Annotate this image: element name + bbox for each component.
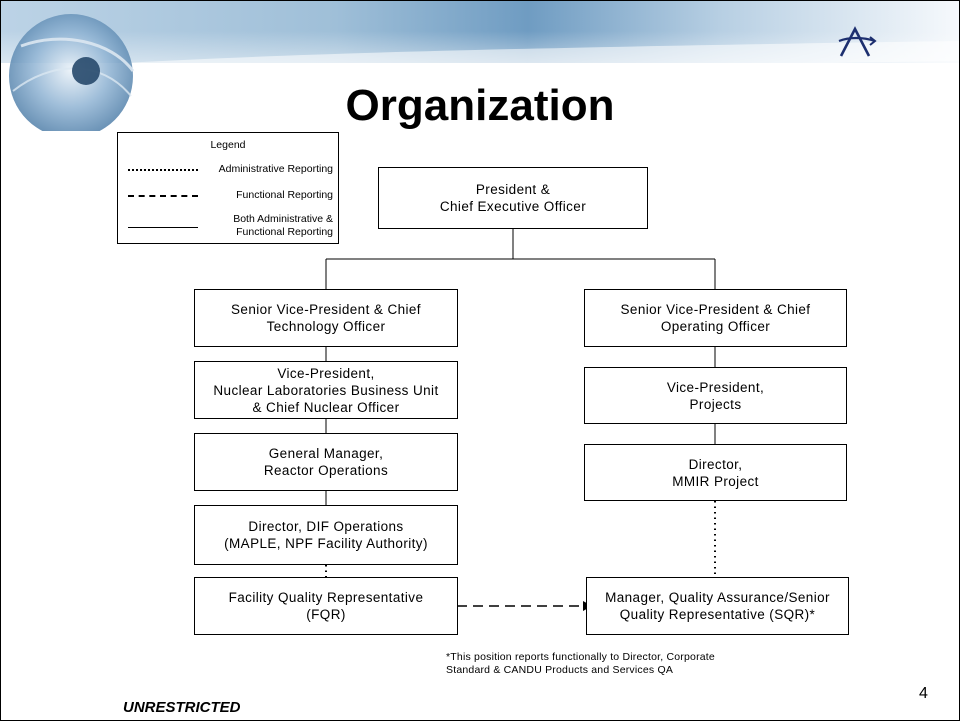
org-box-director-mmir: Director,MMIR Project (584, 444, 847, 501)
dashed-line-swatch (128, 195, 198, 197)
org-box-fqr: Facility Quality Representative(FQR) (194, 577, 458, 635)
legend-item-functional: Functional Reporting (128, 189, 333, 203)
legend: Legend Administrative Reporting Function… (117, 132, 339, 244)
globe-graphic (9, 14, 135, 131)
legend-item-both: Both Administrative & Functional Reporti… (128, 213, 333, 241)
org-box-director-dif-ops: Director, DIF Operations(MAPLE, NPF Faci… (194, 505, 458, 565)
legend-item-administrative: Administrative Reporting (128, 163, 333, 177)
legend-title: Legend (210, 139, 246, 151)
page-number: 4 (919, 685, 928, 702)
slide-title: Organization (345, 81, 615, 130)
org-box-vp-projects: Vice-President,Projects (584, 367, 847, 424)
dotted-line-swatch (128, 169, 198, 171)
org-box-gm-reactor-ops: General Manager,Reactor Operations (194, 433, 458, 491)
aecl-logo (838, 26, 877, 57)
solid-line-swatch (128, 227, 198, 228)
org-box-president: President &Chief Executive Officer (378, 167, 648, 229)
footnote: *This position reports functionally to D… (446, 651, 715, 676)
slide-banner (1, 1, 959, 131)
org-box-vp-nuclear-labs: Vice-President,Nuclear Laboratories Busi… (194, 361, 458, 419)
classification-footer: UNRESTRICTED (123, 699, 241, 716)
